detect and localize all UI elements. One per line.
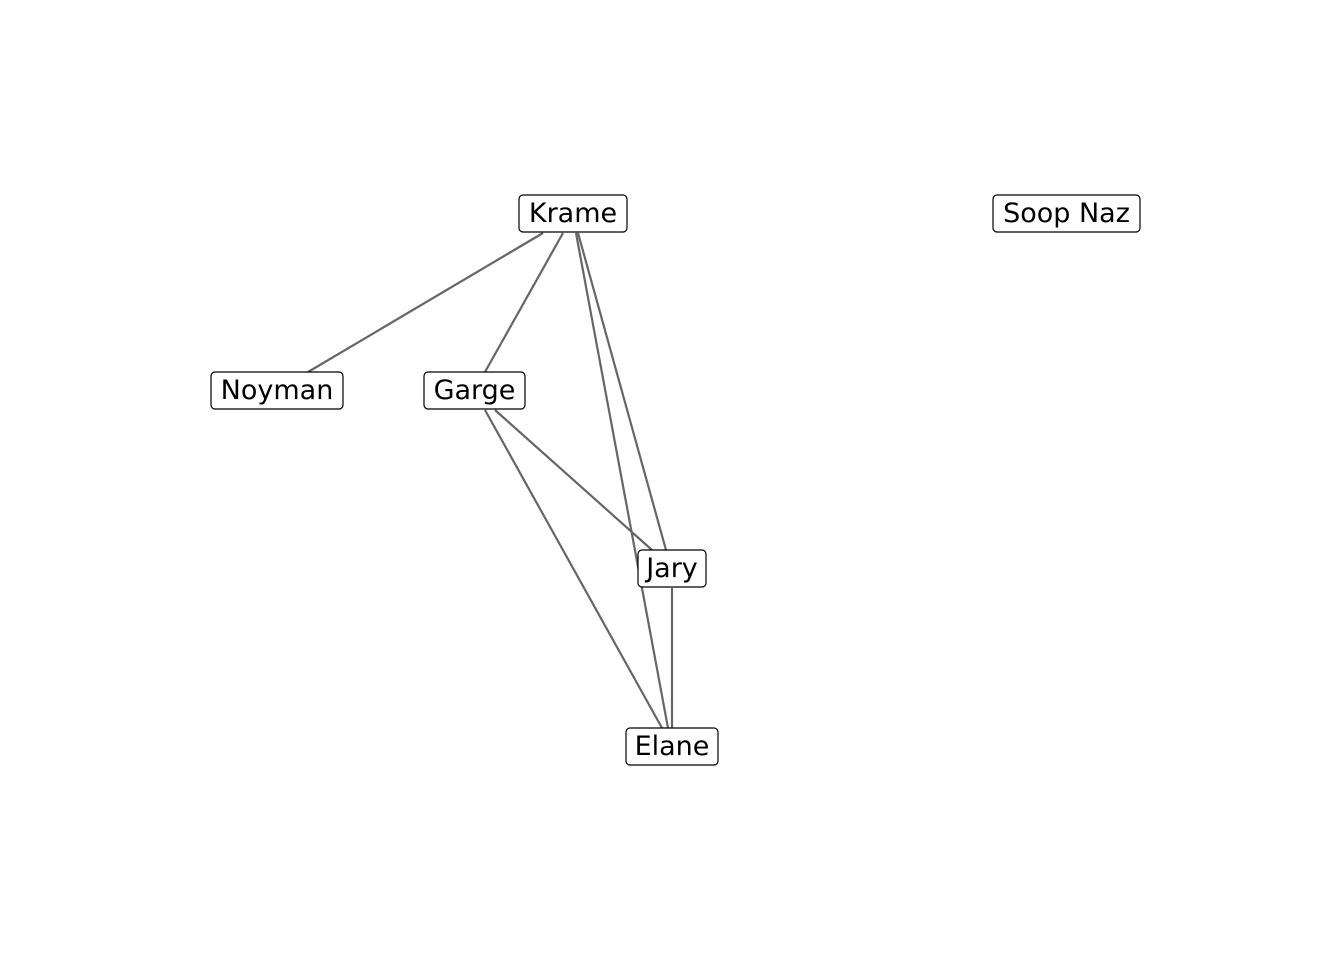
nodes-layer: Krame Soop Naz Noyman Garge Jary Elane <box>210 194 1141 766</box>
edge-krame-jary <box>576 232 668 551</box>
edge-garge-elane <box>484 409 663 729</box>
node-noyman-label: Noyman <box>221 375 334 406</box>
edge-krame-garge <box>484 232 564 373</box>
node-jary-box <box>637 549 707 588</box>
edge-krame-elane <box>574 232 670 729</box>
node-noyman[interactable]: Noyman <box>210 371 344 410</box>
node-krame-label: Krame <box>529 198 617 229</box>
node-garge-box <box>423 371 526 410</box>
node-soop-naz-box <box>992 194 1141 233</box>
node-elane-label: Elane <box>635 731 710 762</box>
edge-krame-noyman <box>307 232 544 373</box>
edge-garge-jary <box>494 409 653 551</box>
node-soop-naz-label: Soop Naz <box>1003 198 1130 229</box>
node-soop-naz[interactable]: Soop Naz <box>992 194 1141 233</box>
node-elane[interactable]: Elane <box>625 727 719 766</box>
node-jary-label: Jary <box>644 553 698 584</box>
node-noyman-box <box>210 371 344 410</box>
node-garge-label: Garge <box>434 375 516 406</box>
node-jary[interactable]: Jary <box>637 549 707 588</box>
node-krame-box <box>518 194 628 233</box>
edges-layer <box>307 232 674 729</box>
node-elane-box <box>625 727 719 766</box>
node-garge[interactable]: Garge <box>423 371 526 410</box>
node-krame[interactable]: Krame <box>518 194 628 233</box>
